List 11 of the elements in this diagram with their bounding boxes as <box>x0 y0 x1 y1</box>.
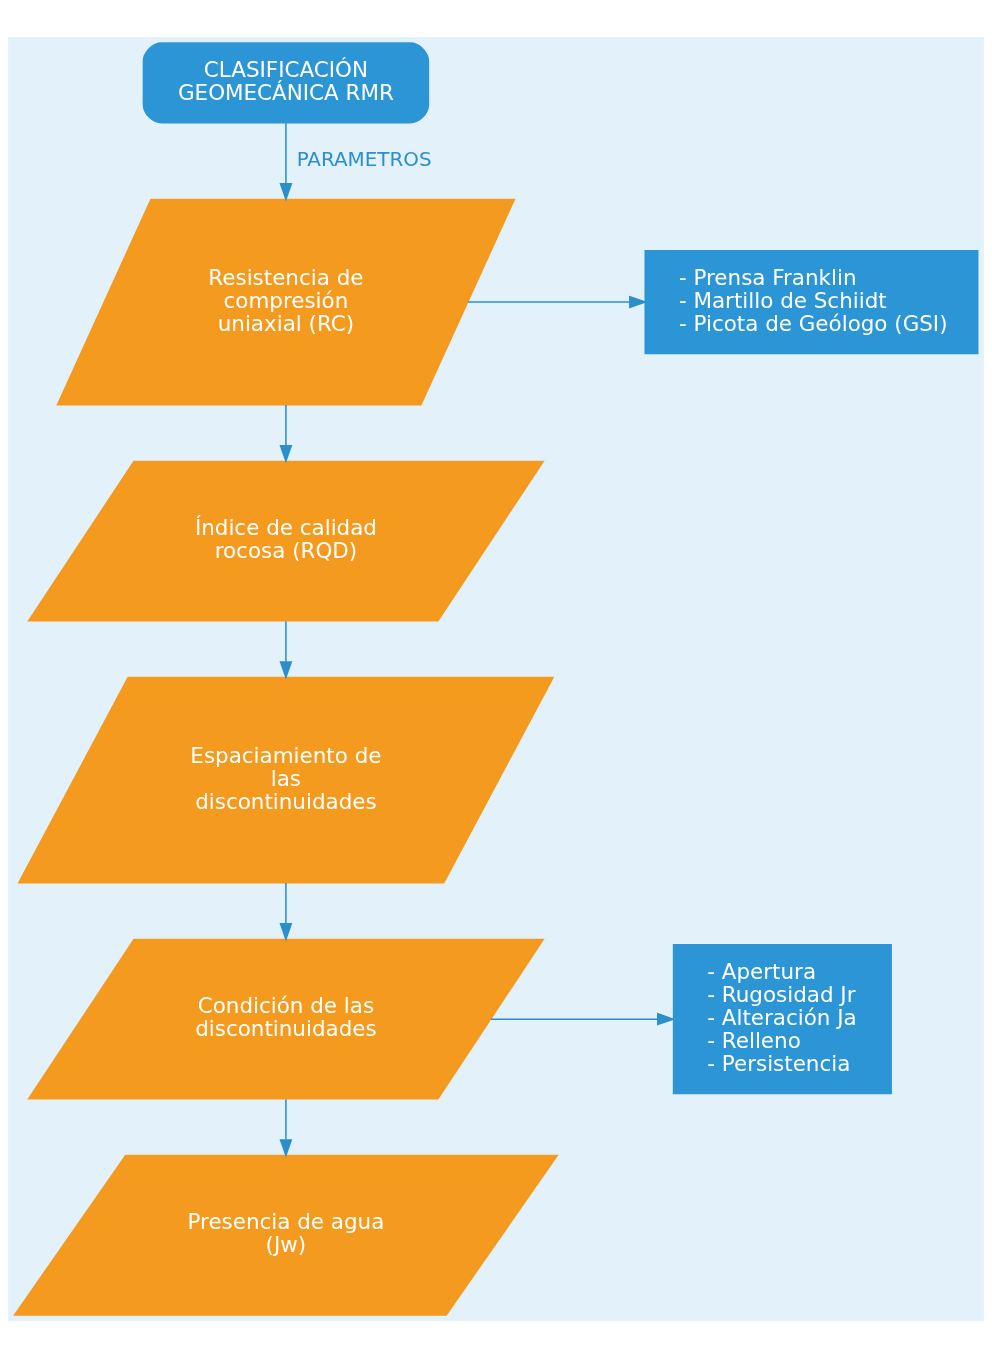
edge-label: PARAMETROS <box>296 147 432 171</box>
arrow <box>279 881 293 941</box>
node-box: CLASIFICACIÓN GEOMECÁNICA RMR <box>142 41 430 124</box>
arrow <box>279 1098 293 1158</box>
arrow <box>467 295 648 308</box>
arrow <box>279 619 293 680</box>
arrow <box>279 403 293 463</box>
node-box: - Apertura - Rugosidad Jr - Alteración Ja - Relleno - Persistencia <box>672 943 892 1094</box>
node-box: - Prensa Franklin - Martillo de Schiidt - Picota de Geólogo (GSI) <box>644 249 979 354</box>
arrow <box>490 1012 676 1026</box>
arrow <box>279 121 293 201</box>
